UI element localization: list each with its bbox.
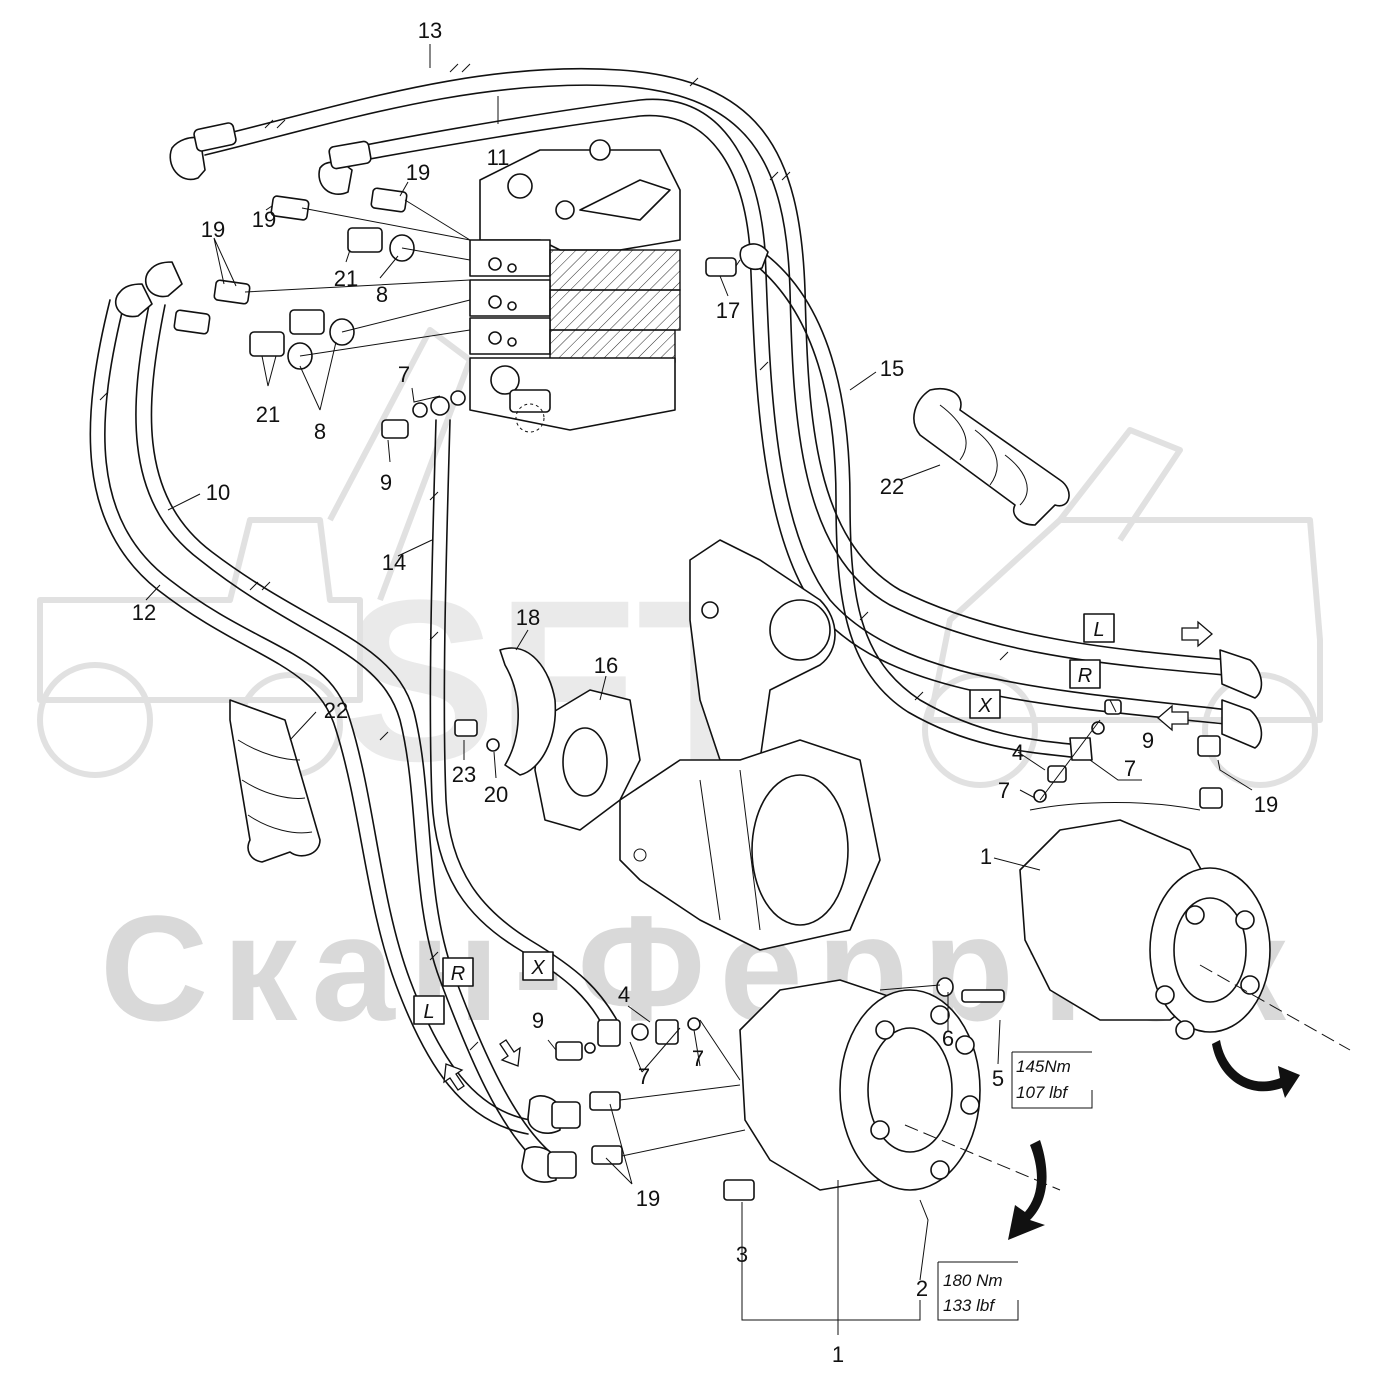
gasket-16: [534, 689, 641, 831]
callout-11: 11: [487, 145, 510, 170]
adapter-fittings: [173, 187, 741, 439]
callout-8: 8: [376, 282, 388, 307]
callout-17: 17: [716, 298, 740, 323]
callout-18: 18: [516, 605, 540, 630]
svg-text:R: R: [451, 963, 465, 985]
hose-label-X-left: X: [522, 951, 554, 981]
callout-8: 8: [314, 419, 326, 444]
flow-arrow-icon: [443, 620, 1213, 1091]
wheel-motor-front: [723, 979, 1061, 1201]
callout-19: 19: [406, 160, 430, 185]
svg-text:R: R: [1078, 665, 1092, 687]
callout-1: 1: [980, 844, 992, 869]
callout-12: 12: [132, 600, 156, 625]
callout-6: 6: [942, 1026, 954, 1051]
front-motor-fittings: [555, 977, 1005, 1165]
hose-braid-marks: [99, 63, 1009, 1051]
hose-label-X-right: X: [969, 689, 1001, 719]
callout-22: 22: [324, 698, 348, 723]
callout-21: 21: [334, 266, 358, 291]
torque-lbf: 107 lbf: [1016, 1083, 1069, 1102]
hose-11: [339, 98, 1231, 725]
hose-label-R-left: R: [442, 957, 474, 987]
callout-4: 4: [618, 982, 630, 1007]
callout-9: 9: [1142, 728, 1154, 753]
callout-13: 13: [418, 18, 442, 43]
callout-15: 15: [880, 356, 904, 381]
protective-sleeve-lower: [229, 699, 321, 863]
hose-label-L-right: L: [1083, 613, 1115, 643]
leader-lines: [145, 44, 1253, 1335]
callout-2: 2: [916, 1276, 928, 1301]
callout-5: 5: [992, 1066, 1004, 1091]
svg-text:X: X: [530, 957, 545, 979]
callout-19: 19: [636, 1186, 660, 1211]
torque-nm: 145Nm: [1016, 1057, 1071, 1076]
callout-19: 19: [201, 217, 225, 242]
hose-12: [89, 299, 531, 1135]
bolt-23: [454, 719, 500, 752]
callout-3: 3: [736, 1242, 748, 1267]
hose-fittings: [114, 122, 1263, 1183]
rotation-arrow-icon: [1008, 1040, 1300, 1240]
steering-knuckle: [619, 539, 881, 951]
callout-1: 1: [832, 1342, 844, 1367]
valve-block: [469, 139, 681, 433]
hose-14: [429, 419, 619, 1031]
callout-9: 9: [380, 470, 392, 495]
callout-22: 22: [880, 474, 904, 499]
hose-10: [135, 299, 551, 1166]
torque-nm: 180 Nm: [943, 1271, 1003, 1290]
callout-labels: 13 11 19 19 19 21 8 21 8 17 15 7 9 22 10…: [132, 18, 1278, 1367]
callout-20: 20: [484, 782, 508, 807]
hose-13: [199, 67, 1231, 676]
callout-4: 4: [1012, 740, 1024, 765]
callout-7: 7: [692, 1046, 704, 1071]
callout-21: 21: [256, 402, 280, 427]
hose-label-R-right: R: [1069, 659, 1101, 689]
callout-23: 23: [452, 762, 476, 787]
shim-18: [499, 647, 557, 776]
protective-sleeve-upper: [913, 388, 1070, 526]
callout-7: 7: [398, 362, 410, 387]
callout-19: 19: [252, 207, 276, 232]
callout-19: 19: [1254, 792, 1278, 817]
torque-spec-nut-2: 180 Nm 133 lbf: [937, 1261, 1019, 1321]
torque-spec-bolt-5: 145Nm 107 lbf: [1011, 1051, 1093, 1109]
callout-9: 9: [532, 1008, 544, 1033]
callout-16: 16: [594, 653, 618, 678]
callout-7: 7: [1124, 756, 1136, 781]
wheel-motor-rear: [1019, 819, 1351, 1051]
callout-7: 7: [638, 1064, 650, 1089]
rear-motor-fittings: [1029, 699, 1223, 811]
svg-text:L: L: [1093, 619, 1104, 641]
svg-text:L: L: [423, 1001, 434, 1023]
callout-10: 10: [206, 480, 230, 505]
callout-7: 7: [998, 778, 1010, 803]
svg-text:X: X: [977, 695, 992, 717]
torque-lbf: 133 lbf: [943, 1296, 996, 1315]
hose-15: [751, 249, 1081, 759]
hose-label-L-left: L: [413, 995, 445, 1025]
callout-14: 14: [382, 550, 406, 575]
